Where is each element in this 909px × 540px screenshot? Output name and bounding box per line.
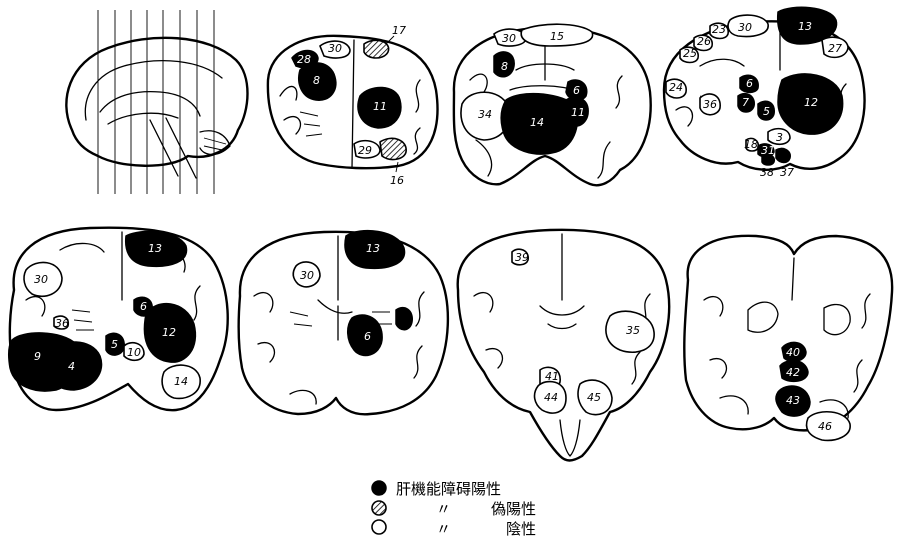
panel-slice-2: 30 15 8 34 14 11 6 — [454, 24, 651, 185]
label-24: 24 — [669, 81, 683, 94]
label-8: 8 — [313, 74, 320, 87]
label-31: 31 — [761, 144, 775, 157]
label-13: 13 — [798, 20, 812, 33]
region-small-e — [396, 308, 412, 330]
label-41: 41 — [545, 370, 559, 383]
label-34: 34 — [478, 108, 492, 121]
label-23: 23 — [712, 23, 726, 36]
label-10: 10 — [127, 346, 141, 359]
label-6c: 6 — [746, 77, 753, 90]
panel-slice-1: 28 8 30 17 11 29 16 — [268, 24, 438, 187]
label-39: 39 — [515, 251, 529, 264]
label-4: 4 — [68, 360, 75, 373]
label-13e: 13 — [366, 242, 380, 255]
label-30: 30 — [328, 42, 342, 55]
label-16: 16 — [390, 174, 404, 187]
label-17: 17 — [392, 24, 406, 37]
label-36: 36 — [703, 98, 717, 111]
label-29: 29 — [358, 144, 372, 157]
label-12d: 12 — [162, 326, 176, 339]
legend-negative-text: 陰性 — [506, 520, 536, 538]
label-30d: 30 — [34, 273, 48, 286]
legend-pseudo-prefix: 〃 — [436, 500, 451, 518]
label-36d: 36 — [55, 317, 69, 330]
label-42: 42 — [786, 366, 800, 379]
label-30e: 30 — [300, 269, 314, 282]
panel-slice-3: 30 13 27 23 26 25 24 36 6 5 7 12 3 18 31… — [664, 7, 865, 179]
label-30c: 30 — [738, 21, 752, 34]
region-17 — [364, 40, 389, 58]
label-37: 37 — [780, 166, 794, 179]
label-5d: 5 — [111, 338, 118, 351]
label-8b: 8 — [501, 60, 508, 73]
region-16 — [380, 138, 406, 159]
label-6d: 6 — [140, 300, 147, 313]
hatched-circle-icon — [372, 501, 386, 515]
panel-slice-5: 13 30 6 — [239, 231, 448, 415]
legend: 肝機能障碍陽性 〃 偽陽性 〃 陰性 — [372, 480, 536, 538]
label-9: 9 — [34, 350, 41, 363]
label-11: 11 — [373, 100, 387, 113]
label-5: 5 — [763, 105, 770, 118]
label-18: 18 — [744, 138, 758, 151]
label-28: 28 — [297, 53, 311, 66]
open-circle-icon — [372, 520, 386, 534]
label-26: 26 — [697, 35, 711, 48]
label-11b: 11 — [571, 106, 585, 119]
label-12: 12 — [804, 96, 818, 109]
panel-slice-7: 39 35 41 44 45 — [458, 230, 669, 461]
region-37 — [776, 148, 790, 162]
legend-pseudo-text: 偽陽性 — [491, 500, 536, 518]
label-27: 27 — [828, 42, 842, 55]
label-14: 14 — [530, 116, 544, 129]
label-44: 44 — [544, 391, 558, 404]
legend-negative-prefix: 〃 — [436, 520, 451, 538]
label-43: 43 — [786, 394, 800, 407]
label-7: 7 — [742, 96, 749, 109]
panel-slice-4: 13 30 36 6 12 9 4 5 10 14 — [9, 228, 228, 411]
label-40: 40 — [786, 346, 800, 359]
panel-slice-8: 40 42 43 46 — [684, 236, 892, 441]
label-6: 6 — [573, 84, 580, 97]
label-35: 35 — [626, 324, 640, 337]
label-25: 25 — [683, 47, 697, 60]
label-3: 3 — [776, 131, 783, 144]
label-13d: 13 — [148, 242, 162, 255]
label-46: 46 — [818, 420, 832, 433]
label-15: 15 — [550, 30, 564, 43]
label-45: 45 — [587, 391, 601, 404]
label-14d: 14 — [174, 375, 188, 388]
label-6e: 6 — [364, 330, 371, 343]
legend-positive-text: 肝機能障碍陽性 — [396, 480, 501, 498]
label-38: 38 — [760, 166, 774, 179]
panel-sagittal — [66, 10, 247, 194]
filled-circle-icon — [372, 481, 386, 495]
label-30b: 30 — [502, 32, 516, 45]
